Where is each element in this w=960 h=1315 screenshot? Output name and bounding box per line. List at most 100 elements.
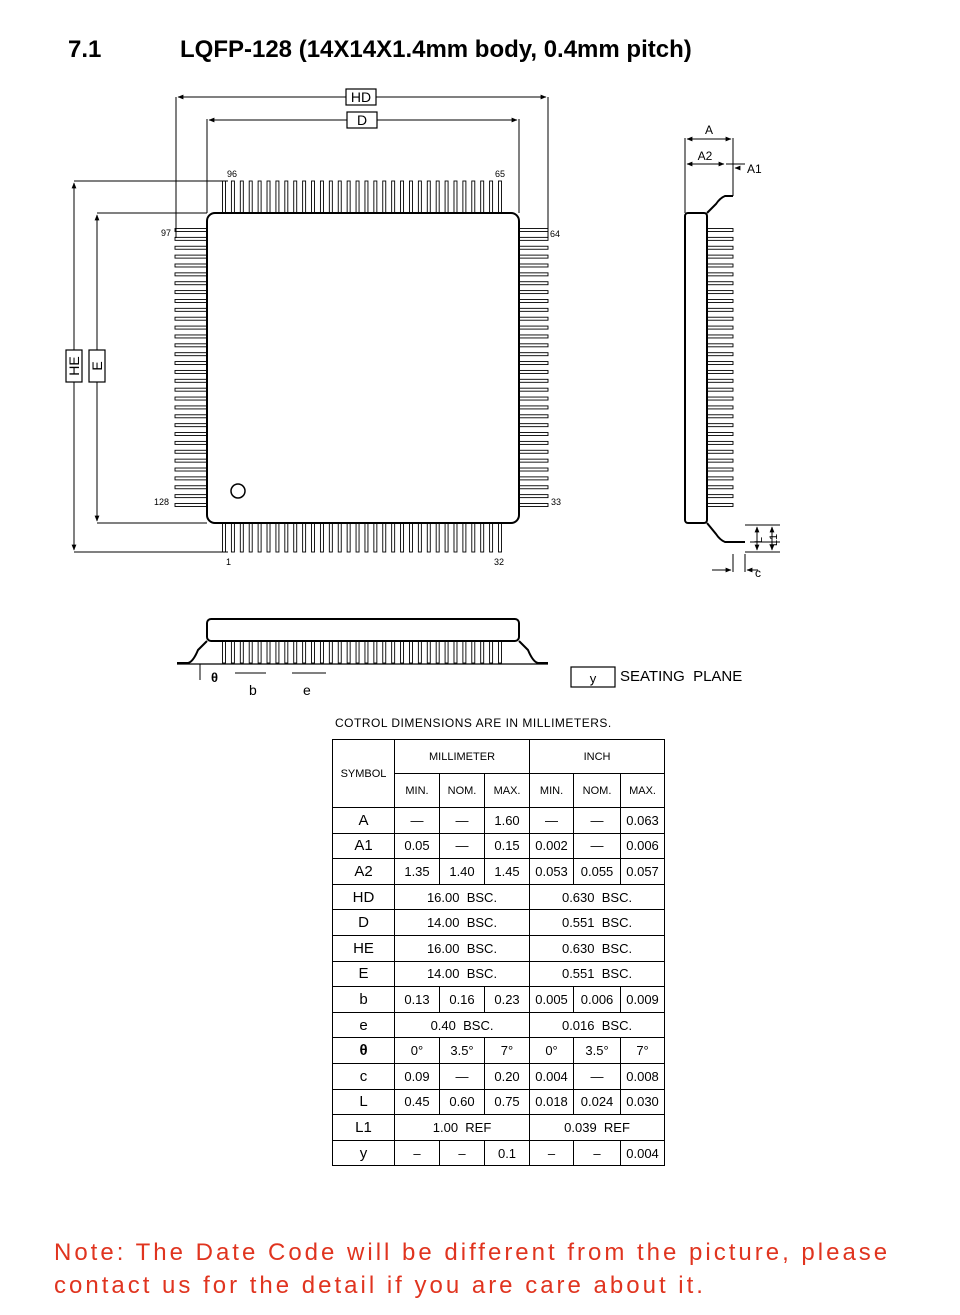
cell: 1.40 [439,858,485,885]
package-lead [355,522,360,553]
package-lead [222,522,226,553]
dim-a2-label: A2 [698,149,713,163]
dim-l-label: L [753,537,765,543]
package-lead [311,522,315,553]
package-drawing: HD D HE E 96 65 97 64 128 33 1 32 A A2 A… [65,88,780,698]
row-symbol: y [332,1139,395,1167]
package-lead [480,640,485,664]
page-title: LQFP-128 (14X14X1.4mm body, 0.4mm pitch) [180,36,692,63]
package-lead [453,640,458,664]
table-row: L1 1.00 REF 0.039 REF [332,1114,666,1141]
package-lead [311,640,315,664]
package-lead [257,180,262,214]
seating-plane-label: SEATING PLANE [620,668,742,685]
row-symbol: b [332,986,395,1013]
row-symbol: E [332,960,395,988]
package-lead [706,245,734,250]
table-row: b 0.13 0.16 0.23 0.005 0.006 0.009 [332,986,666,1013]
side-view [684,136,780,573]
package-lead [518,503,549,507]
package-lead [248,640,253,664]
package-lead [346,522,351,553]
package-lead [174,440,208,445]
package-lead [230,180,235,214]
dim-a-label: A [705,123,713,137]
date-code-note: Note: The Date Code will be different fr… [54,1239,891,1299]
package-lead [174,378,208,383]
cell: 0.009 [620,986,666,1013]
inch-min-header: MIN. [529,773,575,808]
package-lead [489,640,494,664]
package-lead [518,485,549,490]
cell: 1.35 [394,858,440,885]
package-lead [328,180,333,214]
datum-y-label: y [590,671,597,686]
cell: 0.15 [483,832,531,860]
cell: 14.00 BSC. [393,909,531,936]
inch-nom-header: NOM. [573,773,622,808]
symbol-header: SYMBOL [332,739,395,808]
package-lead [498,640,502,664]
package-lead [174,458,208,463]
dim-he-label: HE [66,356,82,375]
cell: 1.60 [483,807,531,834]
package-lead [453,522,458,553]
dim-hd-label: HD [351,89,371,105]
table-row: e 0.40 BSC. 0.016 BSC. [332,1011,666,1039]
front-body [206,618,520,642]
package-lead [518,307,549,312]
package-lead [174,432,208,436]
package-lead [266,180,271,214]
package-lead [706,334,734,339]
package-lead [248,522,253,553]
front-view [177,618,616,688]
package-lead [373,640,378,664]
package-lead [248,180,253,214]
package-lead [174,228,208,232]
package-lead [518,236,549,241]
package-lead [174,503,208,507]
cell: 0.20 [483,1062,531,1090]
cell: 0.551 BSC. [529,909,666,936]
table-row: HD 16.00 BSC. 0.630 BSC. [332,883,666,911]
mm-nom-header: NOM. [439,773,485,808]
package-lead [284,180,289,214]
package-lead [706,263,734,268]
table-row: D 14.00 BSC. 0.551 BSC. [332,909,666,936]
package-lead [409,180,413,214]
package-lead [302,180,307,214]
package-lead [706,378,734,383]
cell: — [439,807,485,834]
dim-e-label: E [89,361,105,370]
package-lead [174,325,208,330]
package-lead [706,387,734,392]
table-row: A — — 1.60 — — 0.063 [332,807,666,834]
cell: 0.45 [394,1088,440,1116]
table-row: θ 0° 3.5° 7° 0° 3.5° 7° [332,1037,666,1064]
package-lead [174,236,208,241]
package-lead [222,640,226,664]
mm-min-header: MIN. [394,773,440,808]
package-lead [518,494,549,499]
package-lead [400,640,405,664]
cell: 0.630 BSC. [529,883,666,911]
dim-c-label: c [755,566,761,580]
package-lead [518,432,549,436]
package-lead [462,640,467,664]
row-symbol: HD [332,883,395,911]
package-lead [518,396,549,401]
package-lead [706,423,734,428]
cell: 0.75 [483,1088,531,1116]
cell: 0.053 [529,858,575,885]
package-lead [706,254,734,259]
cell: — [573,1062,622,1090]
package-lead [174,281,208,286]
pin-label-1: 1 [226,557,231,567]
package-lead [444,180,449,214]
package-lead [174,307,208,312]
package-lead [706,432,734,436]
package-lead [518,414,549,419]
cell: 3.5° [573,1037,622,1064]
package-lead [239,640,244,664]
package-lead [284,522,289,553]
